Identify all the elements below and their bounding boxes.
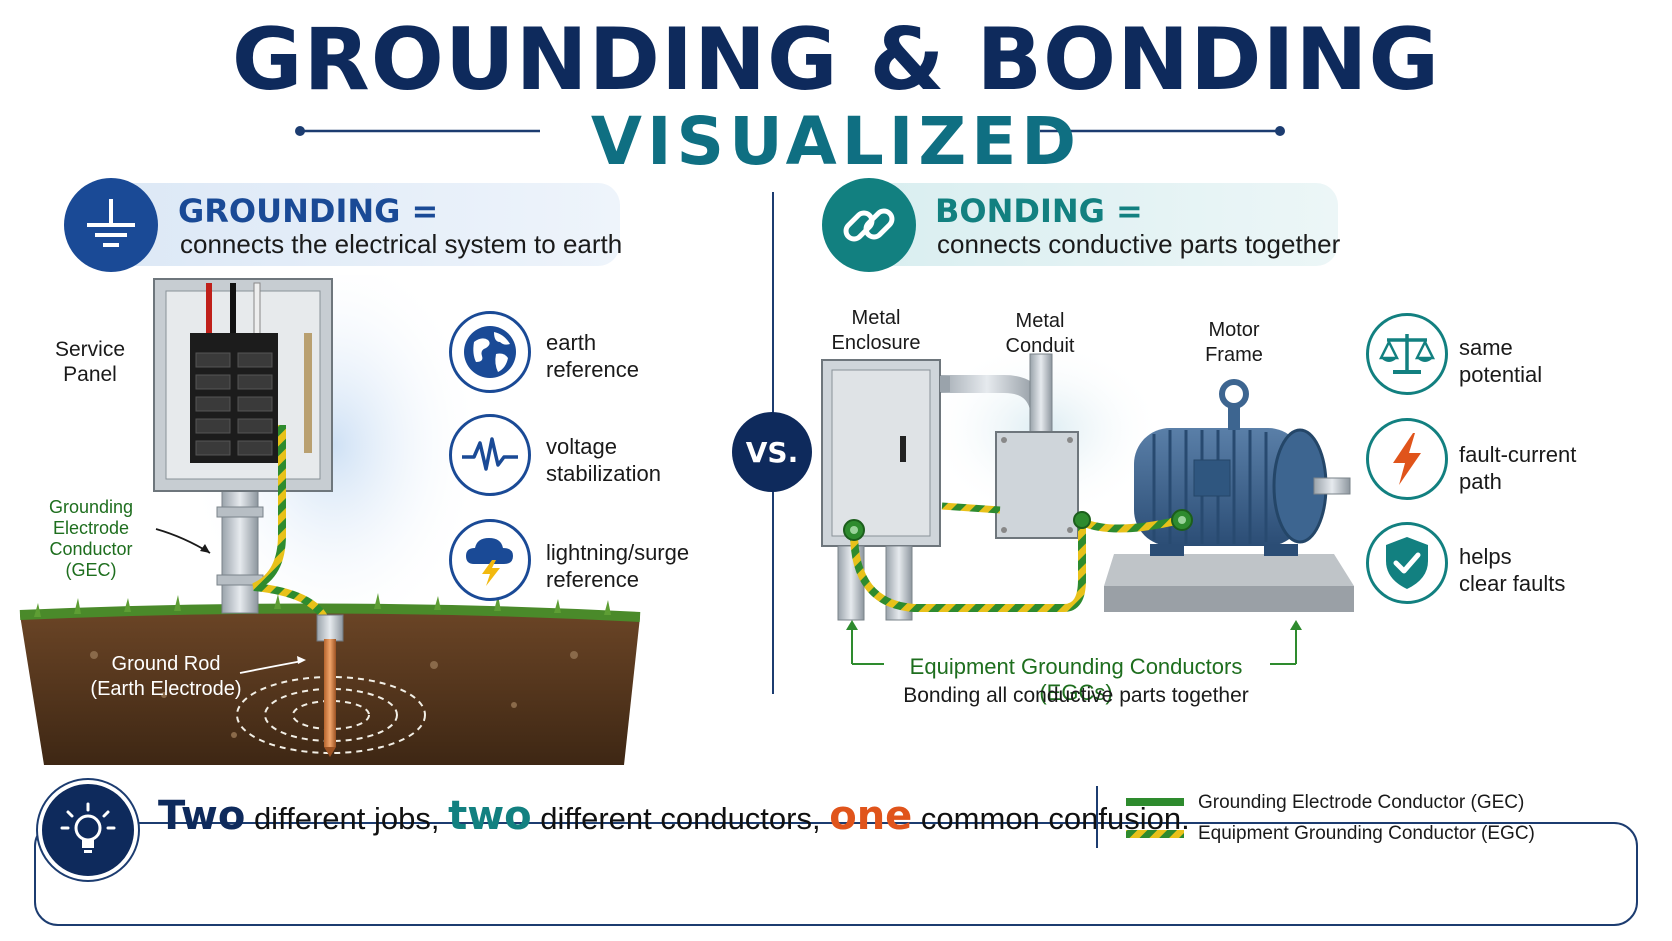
chain-link-badge (822, 178, 916, 272)
banner-text-1: different jobs, (245, 801, 449, 836)
grounding-description: connects the electrical system to earth (180, 229, 623, 259)
feature-text: earth reference (546, 330, 639, 382)
grounding-header (110, 183, 620, 266)
legend-egc-label: Equipment Grounding Conductor (EGC) (1198, 823, 1535, 844)
legend-egc-swatch (1126, 830, 1184, 838)
gec-label: Grounding Electrode Conductor (GEC) (48, 497, 134, 580)
bolt-icon (1393, 433, 1421, 485)
ground-rod-label: Ground Rod (Earth Electrode) (90, 653, 242, 700)
feature-earth-reference (449, 311, 531, 393)
metal-conduit-label: Metal Conduit (1005, 310, 1075, 357)
feature-clear-faults (1366, 522, 1448, 604)
lightning-cloud-icon (466, 538, 513, 586)
feature-lightning-surge (449, 519, 531, 601)
lightbulb-icon (60, 802, 116, 853)
banner-message: Two different jobs, two different conduc… (158, 790, 1190, 842)
shield-check-icon (1386, 537, 1428, 589)
subtitle-rules (295, 126, 1285, 136)
ground-symbol-badge (64, 178, 158, 272)
bonding-description: connects conductive parts together (937, 229, 1341, 259)
ground-symbol-icon (87, 199, 135, 247)
page-title: GROUNDING & BONDING (231, 10, 1441, 110)
legend-swatches (1126, 798, 1184, 838)
grounding-illustration (19, 275, 641, 765)
waveform-icon (462, 437, 518, 471)
feature-text: same potential (1459, 335, 1543, 387)
feature-voltage-stabilization (449, 414, 531, 496)
egc-sublabel: Bonding all conductive parts together (903, 684, 1249, 707)
scales-icon (1379, 334, 1435, 374)
chain-link-icon (843, 208, 895, 242)
feature-text: voltage stabilization (546, 434, 661, 486)
bonding-illustration (821, 350, 1354, 621)
service-panel-label: Service Panel (54, 338, 126, 386)
grounding-heading: GROUNDING = (178, 192, 439, 230)
banner-word-two: Two (158, 793, 246, 839)
banner-divider (1096, 786, 1098, 848)
vs-badge: VS. (732, 412, 812, 492)
motor-frame-label: Motor Frame (1205, 319, 1263, 366)
feature-text: lightning/surge reference (546, 540, 690, 592)
legend-gec-swatch (1126, 798, 1184, 806)
feature-same-potential (1366, 313, 1448, 395)
feature-text: helps clear faults (1459, 544, 1566, 596)
bonding-heading: BONDING = (935, 192, 1143, 230)
feature-text: fault-current path (1459, 442, 1577, 494)
globe-icon (464, 326, 516, 378)
feature-fault-current (1366, 418, 1448, 500)
banner-word-one: one (829, 793, 913, 839)
summary-banner (34, 822, 1638, 926)
banner-word-two-second: two (448, 793, 532, 839)
bonding-header (866, 183, 1338, 266)
lightbulb-badge (38, 780, 138, 880)
egc-bracket (846, 620, 1302, 665)
banner-text-2: different conductors, (531, 801, 830, 836)
vs-label: VS. (745, 435, 799, 469)
page-subtitle: VISUALIZED (590, 103, 1082, 180)
legend-gec-label: Grounding Electrode Conductor (GEC) (1198, 792, 1525, 813)
metal-enclosure-label: Metal Enclosure (831, 307, 921, 354)
egc-label: Equipment Grounding Conductors (EGCs) (909, 654, 1243, 705)
